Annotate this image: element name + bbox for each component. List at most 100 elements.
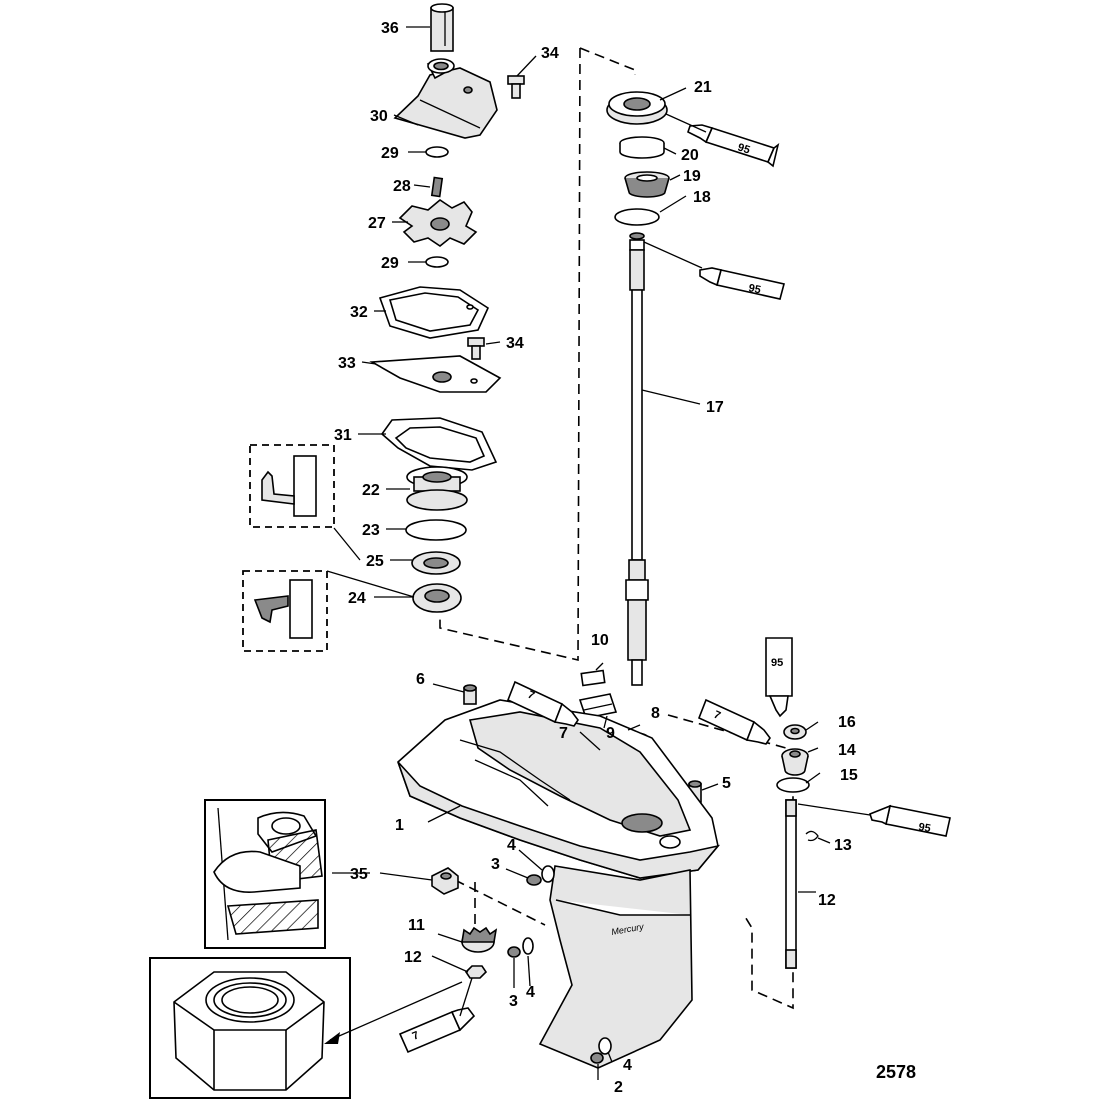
water-pump-housing	[393, 58, 498, 139]
pinion-nut-part	[464, 965, 488, 979]
callout-34: 34	[506, 335, 524, 352]
callout-3: 3	[491, 856, 500, 873]
callout-33: 33	[338, 355, 356, 372]
screw-part	[467, 337, 485, 360]
sealant-code: 7	[526, 689, 536, 702]
callout-31: 31	[334, 427, 352, 444]
sealant-tube: 7	[506, 680, 579, 727]
callout-3: 3	[509, 993, 518, 1010]
callout-26: 25	[366, 553, 384, 570]
callout-14: 13	[834, 837, 852, 854]
callout-35: 35	[350, 866, 368, 883]
bearing-race-part	[619, 136, 665, 159]
callout-25: 24	[348, 590, 366, 607]
stud-part	[785, 799, 797, 969]
retainer-part	[606, 91, 668, 125]
callout-32: 32	[350, 304, 368, 321]
washer-part	[598, 1037, 612, 1055]
retaining-clip-part	[805, 830, 819, 842]
shim-part	[580, 669, 606, 687]
callout-4: 4	[526, 984, 535, 1001]
key-part	[430, 176, 444, 198]
callout-4: 4	[623, 1057, 632, 1074]
callout-15: 14	[838, 742, 856, 759]
callout-4: 4	[507, 837, 516, 854]
callout-18: 17	[706, 399, 724, 416]
callout-6: 6	[416, 671, 425, 688]
callout-8: 8	[651, 705, 660, 722]
tapered-bearing-part	[624, 171, 670, 198]
impeller-part	[398, 199, 478, 247]
callout-23: 22	[362, 482, 380, 499]
dowel-pin-part	[463, 684, 477, 705]
sealant-tube: 95	[765, 637, 793, 718]
callout-36: 36	[381, 20, 399, 37]
callout-28: 28	[393, 178, 411, 195]
callout-10: 10	[591, 632, 609, 649]
sealant-code: 95	[736, 141, 751, 156]
hex-nut-detail-drawing	[173, 971, 325, 1091]
o-ring-part	[776, 777, 810, 793]
callout-7: 7	[559, 725, 568, 742]
callout-27: 27	[368, 215, 386, 232]
oil-seal-part	[411, 551, 461, 575]
callout-12: 12	[404, 949, 422, 966]
sealant-tube: 7	[697, 698, 771, 745]
o-ring-part	[425, 146, 449, 158]
face-plate-part	[369, 355, 502, 393]
gasket-part	[380, 417, 498, 471]
callout-29: 29	[381, 255, 399, 272]
screw-part	[526, 874, 542, 886]
assembly-guide-line	[454, 879, 546, 926]
callout-9: 9	[606, 725, 615, 742]
nut-part	[783, 724, 807, 740]
screw-part	[590, 1052, 604, 1064]
callout-34: 34	[541, 45, 559, 62]
callout-29: 29	[381, 145, 399, 162]
callout-21: 20	[681, 147, 699, 164]
sealant-code: 7	[411, 1029, 421, 1042]
lock-insert-part	[431, 867, 459, 895]
seal-part	[781, 748, 809, 776]
lock-insert-detail-drawing	[213, 807, 323, 941]
sealant-tube: 95	[869, 804, 951, 837]
sealant-code: 7	[712, 709, 722, 722]
sealant-tube: 7	[398, 1007, 476, 1054]
sleeve-part	[430, 3, 454, 52]
washer-part	[541, 865, 555, 883]
callout-24: 23	[362, 522, 380, 539]
gasket-part	[378, 286, 490, 339]
screw-part	[507, 75, 525, 99]
driveshaft-part	[625, 232, 649, 686]
leader-line	[329, 981, 463, 1041]
pinion-gear-part	[461, 926, 498, 953]
needle-bearing-part	[578, 693, 618, 719]
callout-leaders	[326, 26, 871, 1080]
assembly-guide-line	[667, 714, 794, 1010]
figure-number: 2578	[876, 1062, 916, 1082]
o-ring-part	[405, 519, 467, 541]
tool-detail-box	[249, 444, 335, 528]
callout-20: 19	[683, 168, 701, 185]
bearing-part	[412, 583, 462, 613]
assembly-guide-line	[579, 47, 636, 75]
callout-5: 5	[722, 775, 731, 792]
screw-part	[507, 946, 521, 958]
callout-2: 2	[614, 1079, 623, 1096]
sealant-tube: 95	[687, 124, 780, 168]
callout-19: 18	[693, 189, 711, 206]
gear-housing-part: Mercury	[397, 699, 721, 1069]
washer-part	[522, 937, 534, 955]
sealant-code: 95	[747, 282, 761, 296]
callout-1: 1	[395, 817, 404, 834]
seal-carrier-part	[406, 466, 468, 511]
callout-30: 30	[370, 108, 388, 125]
callout-16: 15	[840, 767, 858, 784]
o-ring-part	[425, 256, 449, 268]
callout-11: 11	[408, 917, 425, 934]
sealant-code: 95	[771, 657, 783, 669]
tool-detail-box	[242, 570, 328, 652]
assembly-guide-line	[439, 47, 581, 662]
o-ring-part	[614, 208, 660, 226]
